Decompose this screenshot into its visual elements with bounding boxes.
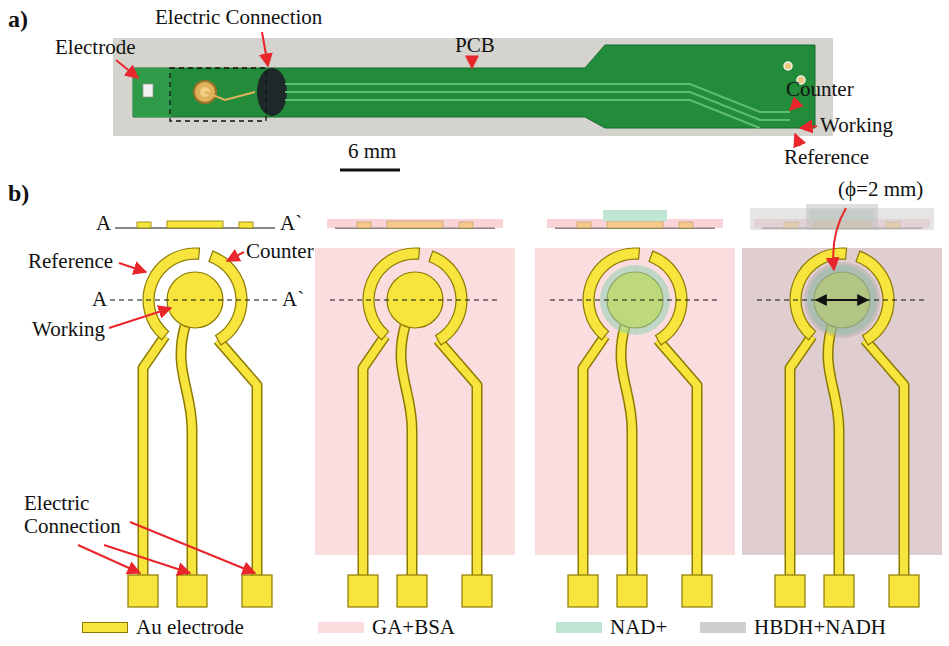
part-label: Electrode [55,36,135,59]
legend-swatch [700,622,746,633]
part-label: Electric Connection [155,6,322,29]
legend-entry: NAD+ [556,616,667,639]
scale-bar [340,169,400,172]
part-label: Counter [246,240,314,263]
electrode-hbdh [742,204,942,607]
panel-letter: b) [8,180,29,206]
electrode-ga-bsa [315,219,515,607]
leader-arrows [78,208,846,573]
legend-text: NAD+ [610,616,667,639]
leader-arrows [116,32,817,146]
section-label: A` [282,288,304,311]
dashed-box [170,68,266,121]
legend-text: GA+BSA [372,616,455,639]
pin-label: Reference [784,146,869,169]
legend-swatch [318,622,364,633]
legend-text: HBDH+NADH [754,616,886,639]
part-label: PCB [455,34,495,57]
pin-label: Working [820,114,893,137]
legend-text: Au electrode [136,616,244,639]
part-label: Working [32,318,105,341]
panel-letter: a) [8,6,28,32]
legend-entry: Au electrode [82,616,244,639]
part-label: Reference [28,250,113,273]
section-label: A [96,212,111,235]
scale-label: 6 mm [348,140,396,163]
legend-swatch [82,622,128,633]
dimension-label: (ϕ=2 mm) [838,178,923,201]
part-label: Electric Connection [24,492,136,538]
legend-entry: HBDH+NADH [700,616,886,639]
pin-label: Counter [786,78,854,101]
electrode-nad [535,210,735,607]
section-label: A` [280,212,302,235]
legend-entry: GA+BSA [318,616,455,639]
electrode-bare [110,221,280,607]
section-label: A [92,288,107,311]
legend-swatch [556,622,602,633]
